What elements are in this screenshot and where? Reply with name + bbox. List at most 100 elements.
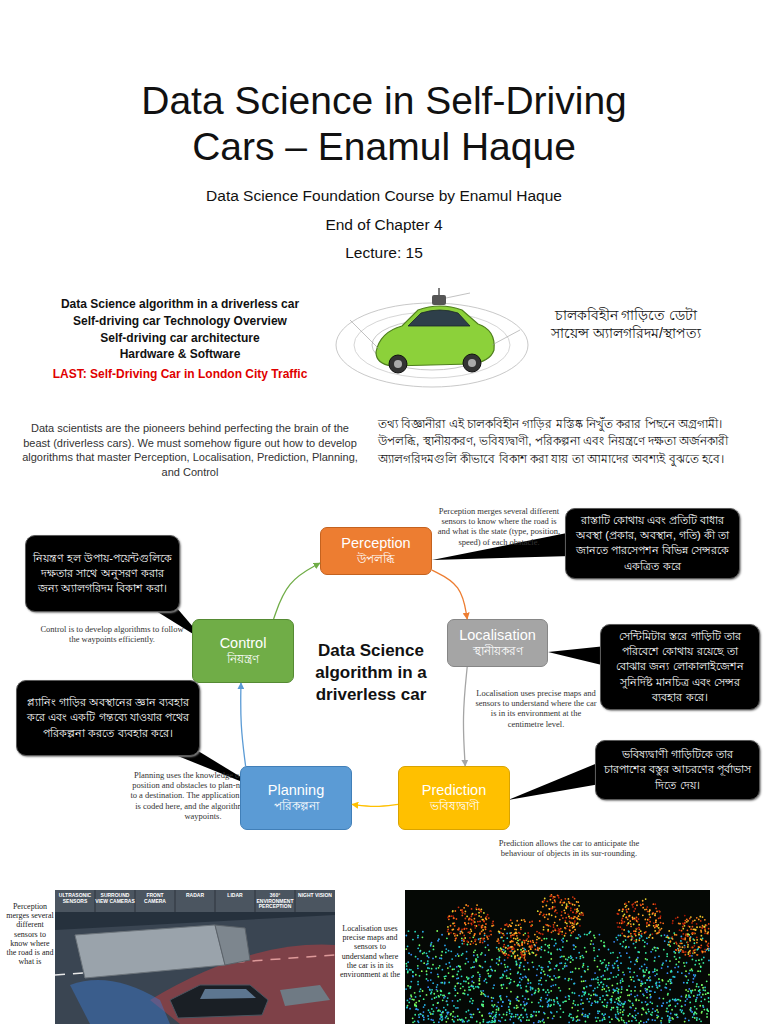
lidar-point [545,905,547,907]
lidar-point [527,982,529,984]
lidar-point [558,897,560,899]
lidar-point [608,990,610,992]
lidar-point [616,960,618,962]
lidar-point [506,970,508,972]
lidar-point [654,947,656,949]
lidar-point [647,910,649,912]
lidar-point [453,975,455,977]
lidar-point [500,999,502,1001]
lidar-point [570,961,572,963]
lidar-point [506,1011,508,1013]
lidar-point [531,994,533,996]
lidar-point [570,922,572,924]
lidar-point [662,998,664,1000]
lidar-point [572,931,574,933]
lidar-point [698,959,700,961]
lidar-point [559,990,561,992]
lidar-point [629,915,631,917]
lidar-point [574,992,576,994]
lidar-point [412,971,414,973]
lidar-point [669,960,671,962]
lidar-point [692,981,694,983]
lidar-point [422,990,424,992]
lidar-point [462,932,464,934]
roof-lidar [432,295,446,305]
lidar-point [708,960,710,962]
lidar-point [569,1013,571,1015]
lidar-point [506,933,508,935]
lidar-point [574,982,576,984]
lidar-point [545,924,547,926]
lidar-point [708,1001,710,1003]
lidar-point [587,1016,589,1018]
lidar-point [632,906,634,908]
lidar-point [430,943,432,945]
lidar-point [438,1021,440,1023]
lidar-point [474,914,476,916]
lidar-point [472,942,474,944]
lidar-point [631,1020,633,1022]
lidar-point [651,1014,653,1016]
lidar-point [437,1002,439,1004]
lidar-point [564,966,566,968]
lidar-point [435,956,437,958]
lidar-point [669,945,671,947]
lidar-point [623,1009,625,1011]
lidar-point [686,982,688,984]
lidar-point [556,997,558,999]
lidar-point [427,967,429,969]
lidar-point [659,917,661,919]
lidar-point [613,989,615,991]
lidar-point [611,1018,613,1020]
lidar-point [635,930,637,932]
lidar-point [574,1004,576,1006]
lidar-point [554,899,556,901]
lidar-point [460,983,462,985]
lidar-point [696,997,698,999]
lidar-point [452,923,454,925]
lidar-point [684,965,686,967]
lidar-point [571,925,573,927]
lidar-point [440,994,442,996]
lidar-point [604,959,606,961]
lidar-point [699,1005,701,1007]
lidar-point [547,1000,549,1002]
lidar-point [691,1011,693,1013]
lidar-point [659,985,661,987]
lidar-point [656,969,658,971]
lidar-point [414,1003,416,1005]
lidar-point [513,981,515,983]
lidar-point [494,1015,496,1017]
lidar-point [447,929,449,931]
lidar-point [460,909,462,911]
lidar-point [639,937,641,939]
lidar-point [622,922,624,924]
lidar-point [457,977,459,979]
lidar-point [589,931,591,933]
lidar-point [418,1016,420,1018]
lidar-point [548,1000,550,1002]
lidar-point [428,957,430,959]
lidar-point [611,1007,613,1009]
lidar-point [702,987,704,989]
lidar-point [440,990,442,992]
lidar-point [406,1007,408,1009]
lidar-point [438,995,440,997]
lidar-point [568,998,570,1000]
lidar-point [562,941,564,943]
lidar-point [550,990,552,992]
lidar-point [481,1015,483,1017]
lidar-point [477,1008,479,1010]
lidar-point [658,955,660,957]
lidar-point [570,971,572,973]
lidar-point [491,1004,493,1006]
lidar-point [520,962,522,964]
lidar-point [430,972,432,974]
lidar-point [665,960,667,962]
lidar-point [408,1002,410,1004]
lidar-point [461,938,463,940]
lidar-point [432,1019,434,1021]
lidar-point [601,989,603,991]
lidar-point [551,1012,553,1014]
lidar-point [631,1015,633,1017]
